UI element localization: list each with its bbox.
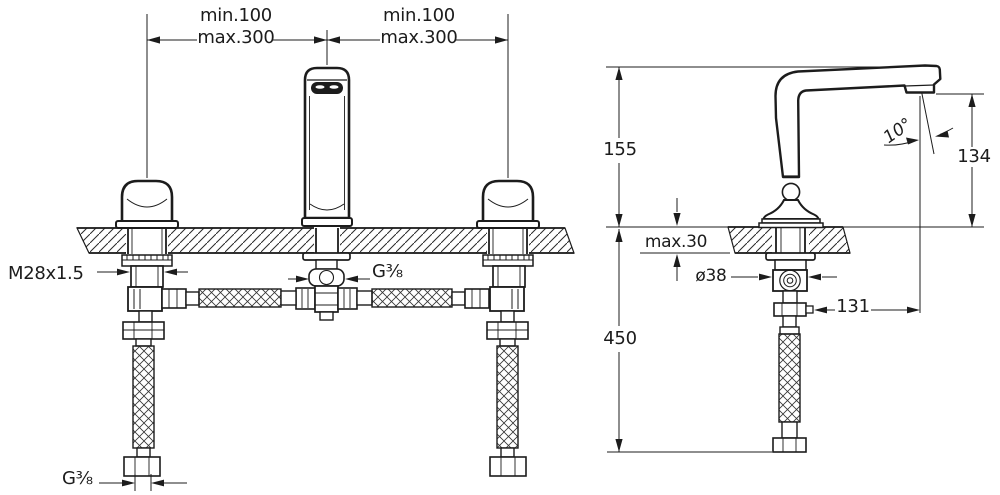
aerator-joint-line: [904, 84, 935, 87]
outlet-height-dimension: 134: [957, 94, 991, 227]
outlet-angle-annotation: 10°: [880, 114, 954, 148]
left-handle-assembly: [115, 179, 179, 312]
right-handle-assembly: [476, 179, 540, 312]
vertical-hose-side: [772, 326, 807, 453]
dim-right-spacing-max: max.300: [380, 27, 457, 48]
dim-deck-thickness: max.30: [645, 232, 707, 252]
center-spout-assembly: [295, 66, 358, 321]
horizontal-hose-right: [356, 288, 490, 309]
spout-reach-dimension: 131: [814, 296, 920, 317]
body-diameter-dimension: ø38: [695, 266, 837, 286]
hose-end-thread-dimension: G⅜: [62, 468, 187, 491]
dim-hose-end-thread: G⅜: [62, 468, 93, 489]
valve-body-side: [765, 227, 816, 328]
dim-outlet-height: 134: [957, 146, 990, 167]
front-view: min.100 max.300 min.100 max.300: [8, 5, 575, 491]
dim-center-hose-thread: G⅜: [372, 261, 403, 282]
horizontal-hose-left: [161, 288, 297, 309]
dim-shank-thread: M28x1.5: [8, 263, 84, 284]
dim-right-spacing-min: min.100: [383, 5, 455, 26]
hose-length-dimension: 450: [603, 229, 637, 452]
dim-spout-reach: 131: [836, 296, 869, 317]
dim-left-spacing-min: min.100: [200, 5, 272, 26]
spout-ball-joint: [781, 182, 801, 202]
dim-hose-length: 450: [603, 328, 636, 349]
center-hose-thread-dimension: G⅜: [288, 261, 403, 283]
shank-thread-dimension: M28x1.5: [8, 263, 188, 284]
dim-spout-height: 155: [603, 139, 636, 160]
deck-thickness-dimension: max.30: [645, 198, 707, 281]
side-view: 155 450 max.30 ø38: [603, 64, 991, 453]
hole-spacing-dimension: min.100 max.300 min.100 max.300: [146, 5, 509, 178]
dim-left-spacing-max: max.300: [197, 27, 274, 48]
countertop-front: [76, 227, 575, 254]
dim-body-diameter: ø38: [695, 266, 726, 286]
spout-side-profile: [758, 64, 942, 229]
vertical-hose-left: [122, 310, 165, 477]
reference-lines: [606, 66, 984, 453]
spout-height-dimension: 155: [603, 67, 637, 227]
spout-bell-base: [762, 199, 820, 220]
vertical-hose-right: [486, 310, 529, 477]
hose-side-spigot: [805, 305, 814, 314]
countertop-side: [727, 226, 851, 254]
